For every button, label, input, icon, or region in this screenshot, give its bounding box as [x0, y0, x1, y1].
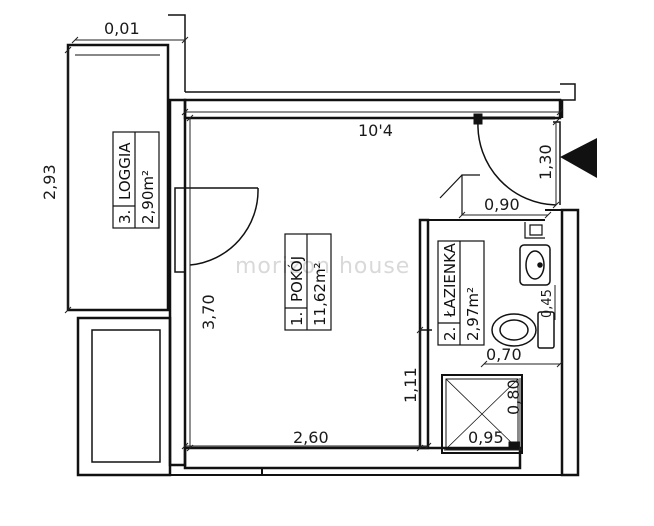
dim-room-height: 3,70 — [199, 294, 218, 330]
room-label-pokoj: 1. POKÓJ 11,62m² — [284, 233, 332, 331]
sink — [519, 244, 551, 286]
room-label-lazienka: 2. ŁAZIENKA 2,97m² — [437, 240, 485, 346]
bathroom-corner — [524, 222, 545, 239]
bathroom-partition — [418, 218, 430, 450]
left-wall — [168, 98, 187, 467]
room-name: ŁAZIENKA — [441, 242, 459, 318]
entrance-triangle-icon — [560, 138, 597, 178]
dim-top-small: 0,01 — [104, 19, 140, 38]
toilet — [491, 311, 555, 349]
dim-room-width-top: 10'4 — [358, 121, 393, 140]
room-area: 2,97m² — [464, 287, 482, 341]
dim-loggia-height: 2,93 — [40, 164, 59, 200]
room-area: 11,62m² — [311, 262, 329, 326]
room-label-loggia: 3. LOGGIA 2,90m² — [112, 131, 160, 229]
dim-room-width-bottom: 2,60 — [293, 428, 329, 447]
dim-wc-width: 0,70 — [486, 345, 522, 364]
top-wall — [183, 98, 562, 120]
dim-shower-depth: 0,80 — [504, 379, 523, 415]
right-wall — [560, 208, 580, 477]
dim-door-width: 0,90 — [484, 195, 520, 214]
room-number: 1. — [288, 312, 306, 326]
room-number: 2. — [441, 327, 459, 341]
shower — [441, 374, 523, 454]
dim-shower-width: 0,95 — [468, 428, 504, 447]
room-area: 2,90m² — [139, 170, 157, 224]
bottom-wall — [183, 446, 522, 470]
room-name: LOGGIA — [116, 142, 134, 200]
dim-door-right: 1,30 — [536, 144, 555, 180]
dimension-lines — [64, 36, 564, 452]
room-number: 3. — [116, 210, 134, 224]
bathroom-door[interactable] — [439, 174, 480, 215]
dim-sink-side: 0,45 — [540, 289, 555, 318]
room-name: POKÓJ — [287, 256, 306, 302]
walls — [66, 14, 580, 477]
loggia-door[interactable] — [174, 187, 259, 273]
dim-wall-stub: 1,11 — [401, 367, 420, 403]
watermark: morizon house — [235, 254, 410, 279]
